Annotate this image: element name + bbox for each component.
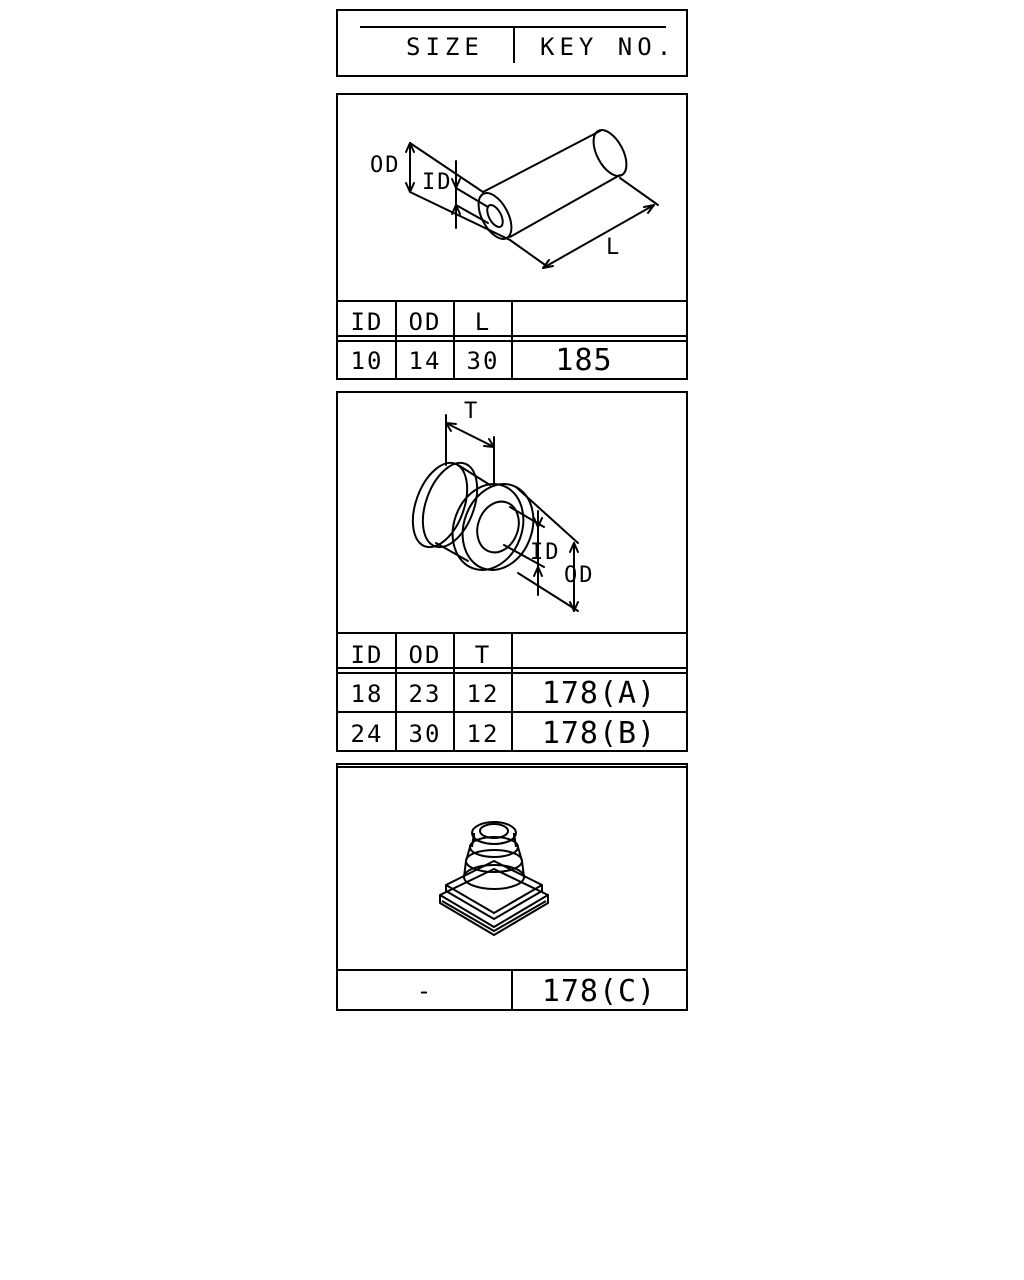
row-b-t-value: 12 bbox=[466, 720, 500, 748]
od-dimension-label: OD bbox=[564, 563, 595, 588]
thickness-dimension-label: T bbox=[464, 399, 480, 424]
part-panel-tube: OD ID L ID OD L 10 14 30 185 bbox=[336, 93, 688, 380]
tube-drawing bbox=[405, 129, 659, 269]
row-od-value: 14 bbox=[408, 347, 442, 375]
col-od-header: OD bbox=[408, 308, 442, 336]
col-id-header: ID bbox=[350, 641, 384, 669]
header-rules bbox=[360, 26, 666, 63]
panel1-lines bbox=[338, 300, 686, 378]
col-od-header: OD bbox=[408, 641, 442, 669]
row-b-od-value: 30 bbox=[408, 720, 442, 748]
part-panel-square-grommet: - 178(C) bbox=[336, 763, 688, 1011]
col-t-header: T bbox=[474, 641, 492, 669]
od-dimension-label: OD bbox=[370, 153, 401, 178]
length-dimension-label: L bbox=[606, 235, 622, 260]
id-dimension-label: ID bbox=[422, 170, 453, 195]
row-a-id-value: 18 bbox=[350, 680, 384, 708]
row-id-value: 10 bbox=[350, 347, 384, 375]
key-no-header: KEY NO. bbox=[540, 33, 677, 61]
key-number[interactable]: 178(C) bbox=[541, 974, 657, 1009]
panel2-lines bbox=[338, 632, 686, 750]
row-a-key-number[interactable]: 178(A) bbox=[541, 676, 657, 711]
grommet-drawing bbox=[411, 414, 579, 612]
row-a-od-value: 23 bbox=[408, 680, 442, 708]
square-grommet-drawing bbox=[439, 821, 549, 936]
header-box: SIZE KEY NO. bbox=[336, 9, 688, 77]
row-key-number[interactable]: 185 bbox=[555, 343, 613, 378]
row-b-id-value: 24 bbox=[350, 720, 384, 748]
col-l-header: L bbox=[474, 308, 492, 336]
size-header: SIZE bbox=[406, 33, 484, 61]
panel3-lines bbox=[338, 766, 686, 1009]
col-id-header: ID bbox=[350, 308, 384, 336]
part-panel-grommet: T ID OD ID OD T 18 23 12 178(A) 24 30 12… bbox=[336, 391, 688, 752]
row-a-t-value: 12 bbox=[466, 680, 500, 708]
row-l-value: 30 bbox=[466, 347, 500, 375]
size-value: - bbox=[416, 977, 434, 1005]
row-b-key-number[interactable]: 178(B) bbox=[541, 716, 657, 751]
id-dimension-label: ID bbox=[530, 540, 561, 565]
